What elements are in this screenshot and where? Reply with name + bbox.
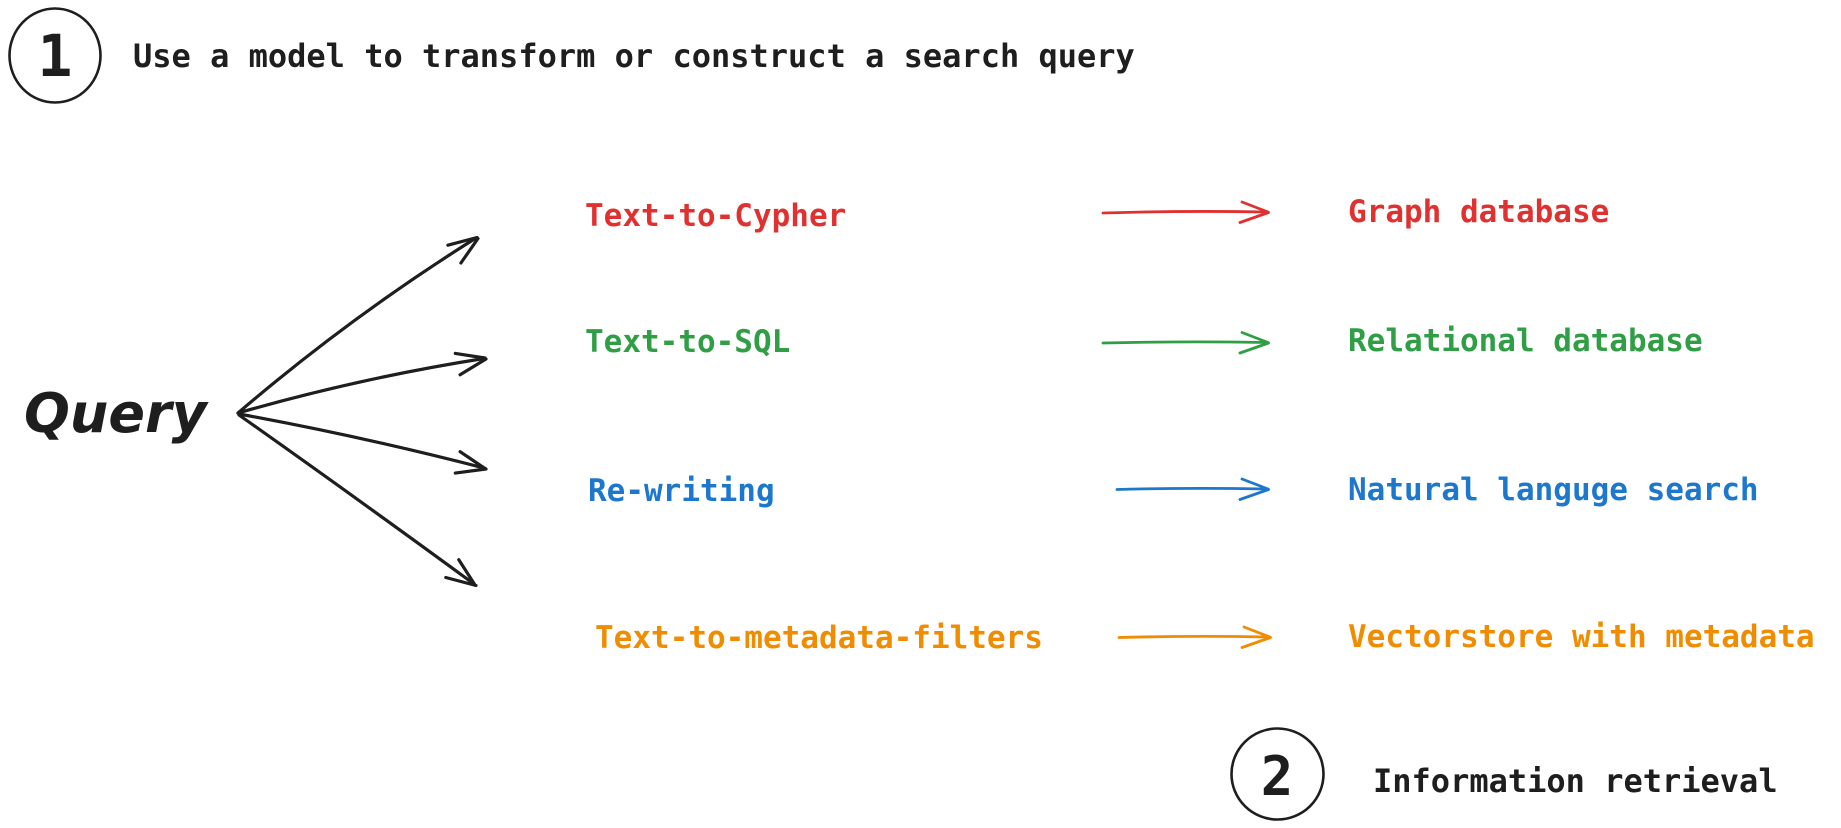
- step1-badge: 1: [8, 7, 102, 104]
- step2-circle: [1230, 727, 1325, 821]
- step1-label: Use a model to transform or construct a …: [133, 37, 1135, 75]
- method-label-re-writing: Re-writing: [588, 473, 775, 509]
- target-label-natural-language-search: Natural languge search: [1348, 472, 1759, 508]
- step2-badge: 2: [1230, 727, 1325, 821]
- step1-number: 1: [38, 22, 73, 90]
- fan-arrow-4: [237, 413, 478, 588]
- row-arrow-3: [1115, 477, 1270, 501]
- method-label-text-to-sql: Text-to-SQL: [585, 324, 790, 360]
- method-label-text-to-metadata-filters: Text-to-metadata-filters: [595, 620, 1043, 656]
- target-label-vectorstore-with-metadata: Vectorstore with metadata: [1348, 619, 1815, 655]
- target-label-relational-database: Relational database: [1348, 323, 1703, 359]
- method-label-text-to-cypher: Text-to-Cypher: [585, 198, 846, 234]
- query-fan-arrows: [236, 235, 488, 588]
- fan-arrow-2: [236, 351, 488, 415]
- fan-arrow-3: [237, 412, 488, 475]
- query-label: Query: [24, 382, 210, 445]
- row-arrow-1: [1101, 200, 1270, 224]
- step2-label: Information retrieval: [1373, 762, 1778, 800]
- row-arrow-4: [1117, 625, 1272, 649]
- step2-number: 2: [1261, 745, 1294, 808]
- fan-arrow-1: [236, 235, 480, 415]
- target-label-graph-database: Graph database: [1348, 194, 1609, 230]
- step1-circle: [8, 7, 102, 104]
- row-arrow-2: [1101, 331, 1270, 355]
